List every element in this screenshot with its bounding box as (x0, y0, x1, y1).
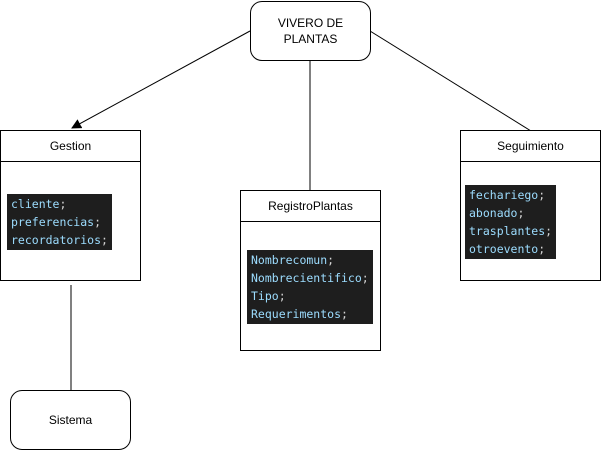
code-line: Requerimentos; (251, 305, 369, 323)
field-separator: ; (545, 224, 553, 238)
field-name: abonado (469, 206, 518, 220)
root-label-line2: PLANTAS (283, 32, 338, 46)
field-name: otroevento (469, 242, 539, 256)
field-name: Nombrecomun (251, 253, 328, 267)
field-name: trasplantes (469, 224, 546, 238)
field-separator: ; (59, 197, 67, 211)
node-sistema[interactable]: Sistema (10, 390, 131, 450)
field-separator: ; (361, 271, 369, 285)
node-registroplantas[interactable]: RegistroPlantas Nombrecomun; Nombrecient… (240, 190, 381, 351)
code-line: Nombrecientifico; (251, 269, 369, 287)
field-name: recordatorios (11, 233, 102, 247)
gestion-code-block: cliente; preferencias; recordatorios; (7, 194, 112, 250)
node-gestion-title: Gestion (1, 131, 140, 162)
sistema-label: Sistema (48, 413, 93, 427)
registro-code-block: Nombrecomun; Nombrecientifico; Tipo; Req… (247, 250, 373, 324)
field-name: fechariego (469, 188, 539, 202)
field-separator: ; (278, 289, 286, 303)
field-separator: ; (538, 188, 546, 202)
edge-root-gestion (71, 30, 251, 129)
field-separator: ; (327, 253, 335, 267)
field-separator: ; (341, 307, 348, 321)
node-vivero-de-plantas[interactable]: VIVERO DE PLANTAS (250, 1, 371, 61)
seguimiento-code-block: fechariego; abonado; trasplantes; otroev… (465, 185, 557, 259)
code-line: fechariego; (469, 186, 552, 204)
field-name: preferencias (11, 215, 95, 229)
code-line: trasplantes; (469, 222, 552, 240)
code-line: otroevento; (469, 240, 552, 258)
node-registroplantas-title: RegistroPlantas (241, 191, 380, 222)
code-line: Nombrecomun; (251, 251, 369, 269)
field-name: Nombrecientifico (251, 271, 362, 285)
code-line: abonado; (469, 204, 552, 222)
code-line: preferencias; (11, 213, 108, 231)
edge-root-seguimiento (369, 30, 532, 132)
field-separator: ; (94, 215, 102, 229)
code-line: Tipo; (251, 287, 369, 305)
field-name: Requerimentos (251, 307, 342, 321)
field-separator: ; (538, 242, 546, 256)
code-line: cliente; (11, 195, 108, 213)
field-separator: ; (101, 233, 108, 247)
field-name: cliente (11, 197, 60, 211)
node-seguimiento[interactable]: Seguimiento fechariego; abonado; traspla… (460, 130, 601, 281)
node-seguimiento-title: Seguimiento (461, 131, 600, 162)
code-line: recordatorios; (11, 231, 108, 249)
field-name: Tipo (251, 289, 279, 303)
node-gestion[interactable]: Gestion cliente; preferencias; recordato… (0, 130, 141, 281)
field-separator: ; (517, 206, 525, 220)
root-label-line1: VIVERO DE (277, 16, 344, 30)
